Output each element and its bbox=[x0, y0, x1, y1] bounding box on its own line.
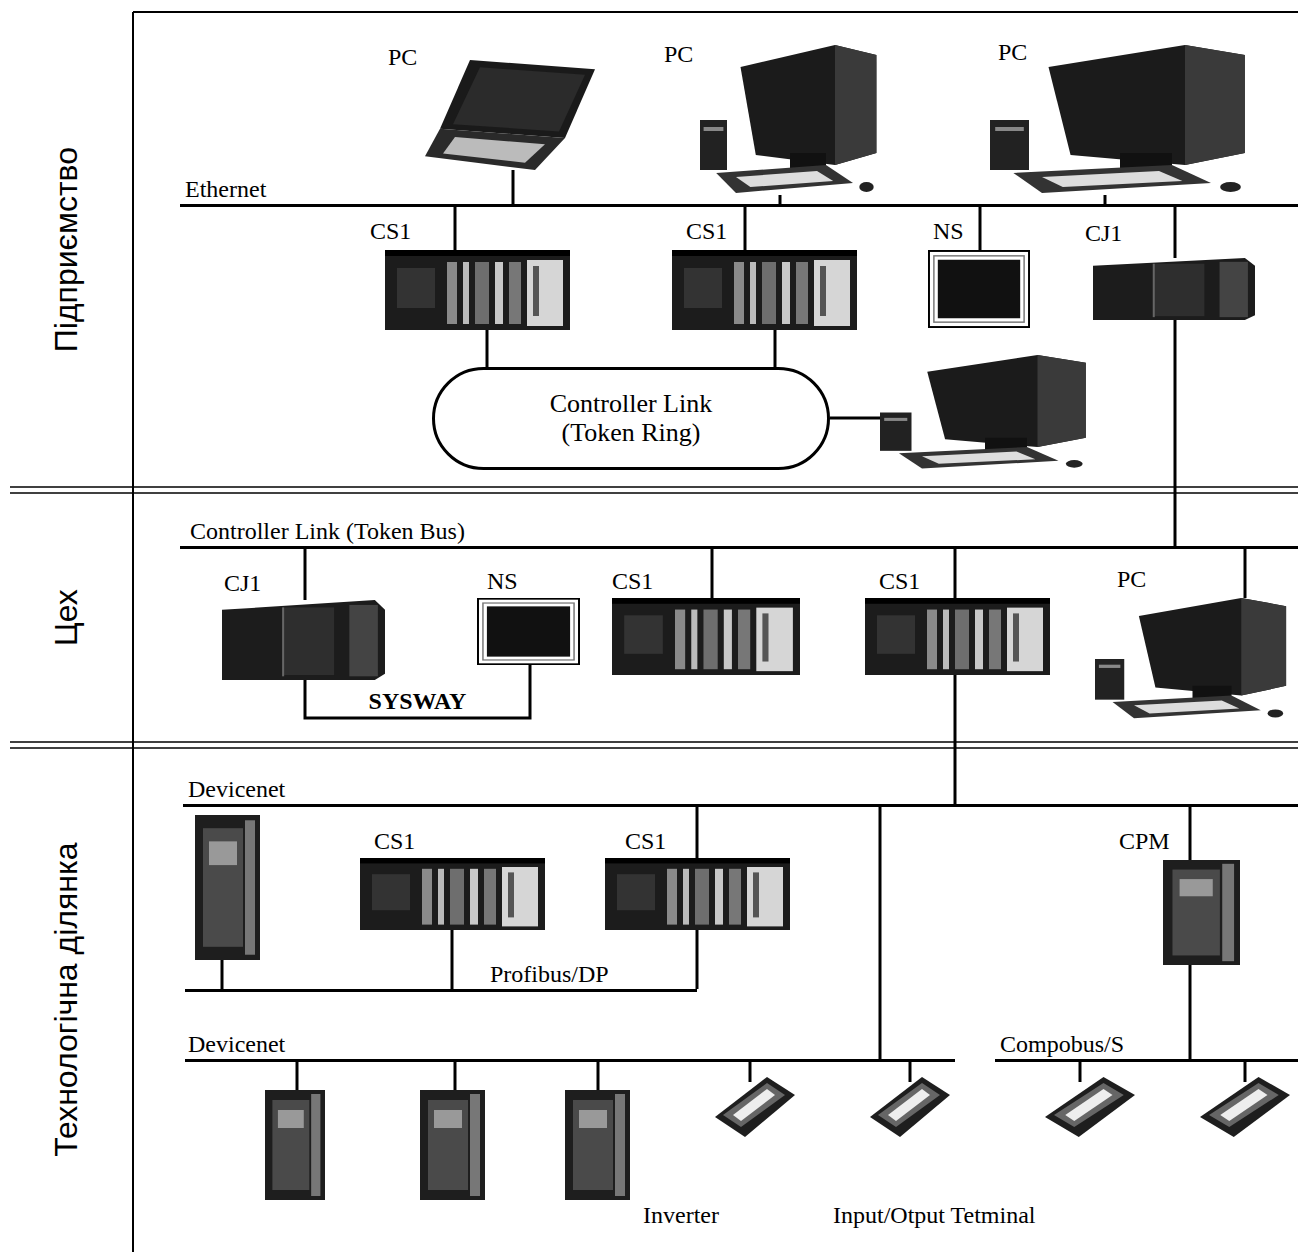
device-label: CS1 bbox=[686, 218, 727, 244]
network-link bbox=[1189, 807, 1192, 860]
bus-label: Controller Link (Token Bus) bbox=[190, 518, 465, 544]
network-link bbox=[305, 665, 530, 718]
network-label: Controller Link (Token Ring) bbox=[524, 390, 739, 447]
level-band: Цех bbox=[0, 495, 133, 741]
device-label: CS1 bbox=[374, 828, 415, 854]
level-band: Технологічна ділянка bbox=[0, 750, 133, 1250]
device-label: CS1 bbox=[879, 568, 920, 594]
network-link bbox=[512, 170, 515, 204]
device-box: PC bbox=[425, 60, 595, 170]
device-label: PC bbox=[664, 41, 693, 67]
device-box: CS1 bbox=[360, 858, 545, 930]
device-box: CS1 bbox=[865, 598, 1050, 675]
network-link bbox=[779, 195, 782, 204]
device-label: PC bbox=[1117, 566, 1146, 592]
network-link bbox=[696, 807, 699, 858]
network-bus: Ethernet bbox=[180, 204, 1298, 207]
network-link bbox=[954, 549, 957, 598]
network-bus: Controller Link (Token Bus) bbox=[180, 546, 1298, 549]
device-box: CJ1 bbox=[1093, 258, 1255, 320]
level-label: Технологічна ділянка bbox=[49, 843, 84, 1157]
network-bus: Compobus/S bbox=[995, 1059, 1298, 1062]
bus-label: Devicenet bbox=[188, 776, 285, 802]
network-link bbox=[1174, 207, 1177, 258]
device-label: CJ1 bbox=[1085, 220, 1122, 246]
device-box: PC bbox=[700, 45, 880, 195]
network-link bbox=[1104, 195, 1107, 204]
network-link bbox=[486, 330, 489, 367]
network-link bbox=[696, 930, 699, 989]
level-label: Цех bbox=[49, 590, 84, 647]
network-bus: Profibus/DP bbox=[185, 989, 697, 992]
network-link bbox=[454, 207, 457, 250]
device-box: PC bbox=[1095, 598, 1290, 720]
device-label: CPM bbox=[1119, 828, 1170, 854]
network-bus: Devicenet bbox=[185, 1059, 955, 1062]
level-band: Підприємство bbox=[0, 14, 133, 486]
bus-label: Devicenet bbox=[188, 1031, 285, 1057]
device-box: CS1 bbox=[385, 250, 570, 330]
device-box: CJ1 bbox=[222, 600, 385, 680]
network-link bbox=[451, 930, 454, 989]
device-caption: Input/Otput Tetminal bbox=[833, 1202, 1036, 1228]
link-label: SYSWAY bbox=[366, 688, 470, 714]
network-link bbox=[1189, 965, 1192, 1059]
device-box: NS bbox=[928, 250, 1030, 328]
bus-label: Profibus/DP bbox=[490, 961, 609, 987]
network-link bbox=[1244, 549, 1247, 598]
device-label: NS bbox=[933, 218, 964, 244]
device-box: NS bbox=[477, 598, 580, 665]
network-link bbox=[954, 675, 957, 804]
network-link bbox=[304, 549, 307, 600]
network-link bbox=[1174, 320, 1177, 546]
device-label: CJ1 bbox=[224, 570, 261, 596]
device-label: CS1 bbox=[612, 568, 653, 594]
network-link bbox=[774, 330, 777, 367]
token-ring-network: Controller Link (Token Ring) bbox=[432, 367, 830, 470]
bus-label: Ethernet bbox=[185, 176, 266, 202]
device-label: CS1 bbox=[625, 828, 666, 854]
device-box: PC bbox=[990, 45, 1250, 195]
network-link bbox=[744, 207, 747, 250]
device-box: CPM bbox=[1163, 860, 1240, 965]
device-box: CS1 bbox=[605, 858, 790, 930]
network-bus: Devicenet bbox=[183, 804, 1298, 807]
device-label: NS bbox=[487, 568, 518, 594]
device-label: PC bbox=[998, 39, 1027, 65]
device-label: CS1 bbox=[370, 218, 411, 244]
network-link bbox=[979, 207, 982, 250]
bus-label: Compobus/S bbox=[1000, 1031, 1124, 1057]
device-caption: Inverter bbox=[643, 1202, 719, 1228]
device-label: PC bbox=[388, 44, 417, 70]
level-label: Підприємство bbox=[49, 147, 84, 352]
device-box: CS1 bbox=[612, 598, 800, 675]
device-box: CS1 bbox=[672, 250, 857, 330]
network-link bbox=[879, 807, 882, 1059]
network-link bbox=[711, 549, 714, 598]
